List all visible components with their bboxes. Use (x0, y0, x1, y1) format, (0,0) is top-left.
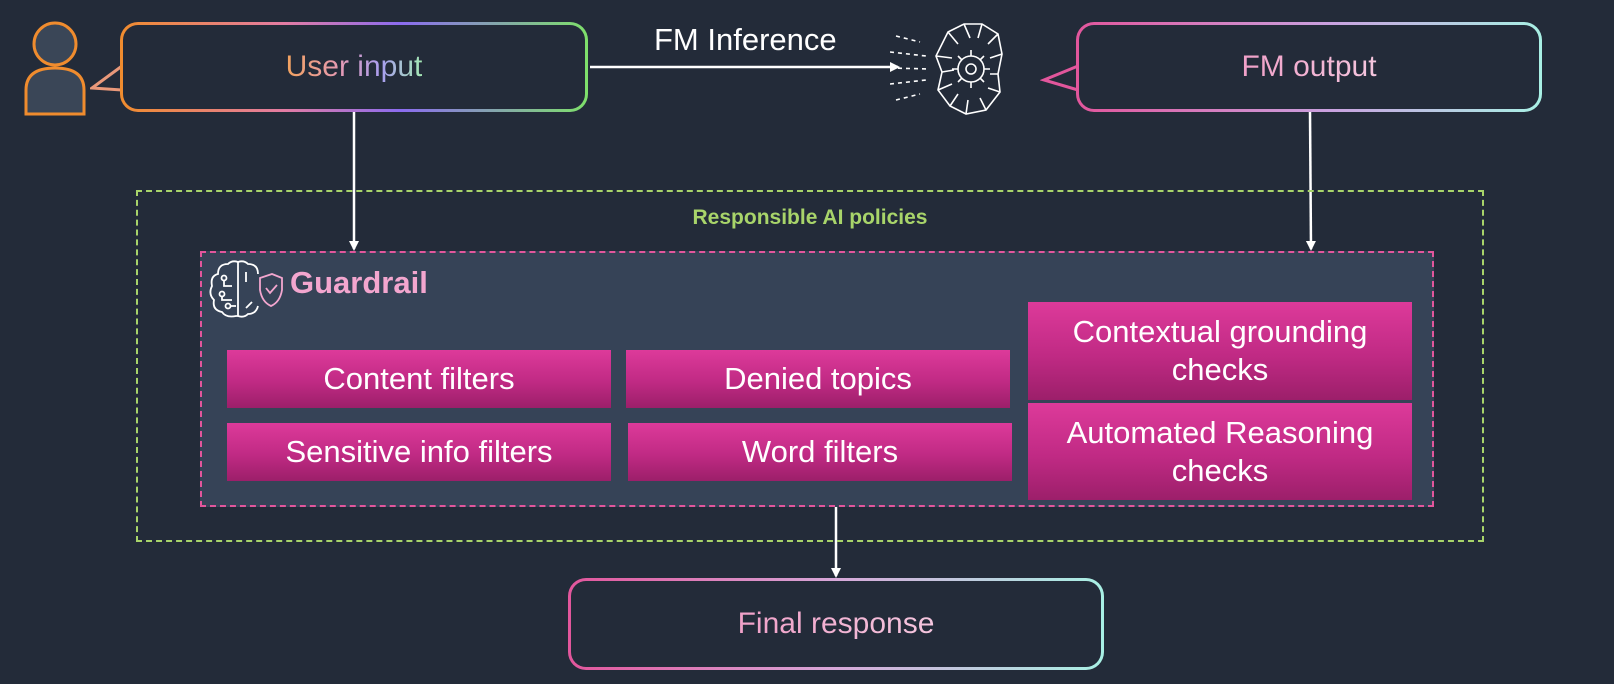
fm-model-icon (890, 23, 1003, 115)
content-filters-block: Content filters (227, 350, 611, 408)
user-icon (24, 21, 86, 116)
fm-output-label: FM output (1241, 50, 1377, 83)
guardrail-brain-icon (209, 260, 283, 318)
arrow-output-to-guardrail (1305, 111, 1316, 251)
automated-reasoning-checks-block: Automated Reasoning checks (1028, 403, 1412, 500)
responsible-ai-policies-title: Responsible AI policies (692, 206, 928, 229)
output-bubble-tail (1040, 64, 1079, 92)
user-input-label: User input (285, 50, 423, 83)
final-response-box: Final response (568, 578, 1104, 670)
responsible-ai-policies-container (136, 190, 1484, 542)
contextual-grounding-checks-block: Contextual grounding checks (1028, 302, 1412, 400)
guardrail-title: Guardrail (290, 265, 428, 300)
denied-topics-block: Denied topics (626, 350, 1010, 408)
final-response-label: Final response (737, 607, 935, 640)
fm-inference-label: FM Inference (654, 22, 837, 57)
sensitive-info-filters-block: Sensitive info filters (227, 423, 611, 481)
word-filters-block: Word filters (628, 423, 1012, 481)
user-bubble-tail (90, 64, 123, 92)
user-input-box: User input (120, 22, 588, 112)
fm-output-box: FM output (1076, 22, 1542, 112)
